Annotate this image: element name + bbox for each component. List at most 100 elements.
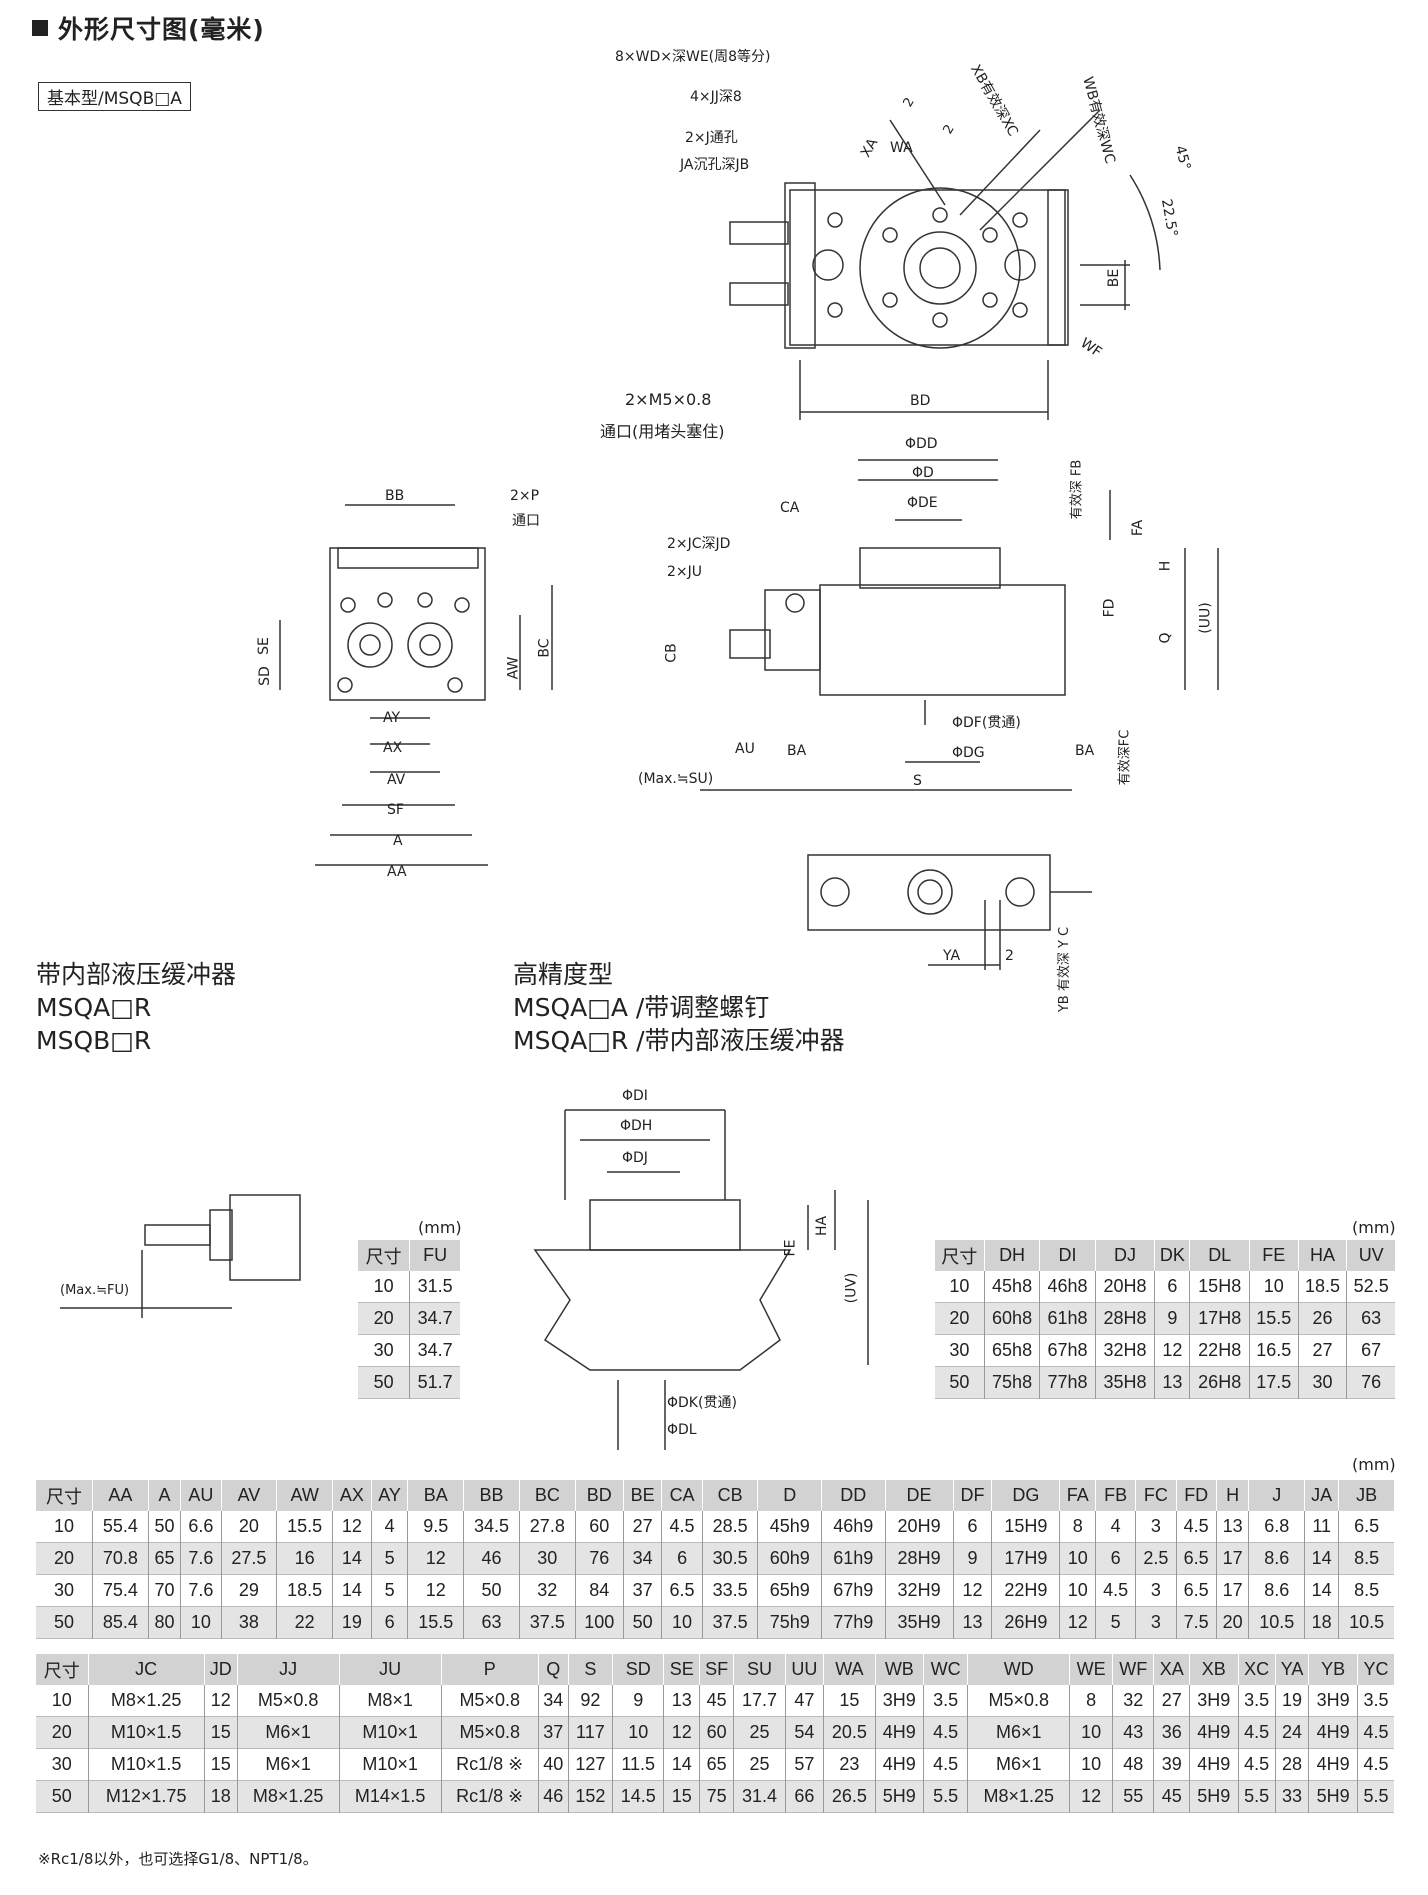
table-cell: 46h9 bbox=[820, 1511, 885, 1543]
table-cell: 10 bbox=[180, 1606, 222, 1639]
label-fd: FD bbox=[1101, 598, 1118, 618]
table-cell: 37 bbox=[622, 1574, 662, 1607]
table-cell: M8×1.25 bbox=[87, 1685, 205, 1717]
column-header: WD bbox=[967, 1654, 1070, 1685]
table-cell: 11 bbox=[1304, 1511, 1339, 1543]
table-cell: 17 bbox=[1215, 1574, 1249, 1607]
table-cell: 13 bbox=[1215, 1511, 1249, 1543]
table-cell: 4.5 bbox=[1237, 1716, 1276, 1749]
table-cell: 13 bbox=[663, 1685, 700, 1717]
column-header: DD bbox=[820, 1480, 885, 1511]
footnote: ※Rc1/8以外，也可选择G1/8、NPT1/8。 bbox=[38, 1850, 318, 1868]
label-av: AV bbox=[387, 772, 406, 788]
table-cell: 10 bbox=[1059, 1542, 1096, 1575]
table-cell: 22H9 bbox=[991, 1574, 1060, 1607]
technical-drawings bbox=[60, 109, 1219, 1450]
table-cell: 61h8 bbox=[1039, 1302, 1096, 1335]
column-header: DH bbox=[983, 1240, 1040, 1271]
table-cell: 47 bbox=[784, 1685, 824, 1717]
table-cell: 45 bbox=[699, 1685, 734, 1717]
table-cell: M10×1 bbox=[338, 1748, 442, 1781]
table-cell: 12 bbox=[407, 1574, 464, 1607]
label-uv: (UV) bbox=[843, 1272, 860, 1304]
table-cell: 10.5 bbox=[1248, 1606, 1305, 1639]
table-cell: 76 bbox=[1346, 1366, 1395, 1399]
table-cell: 12 bbox=[1154, 1334, 1190, 1367]
table-cell: 34.5 bbox=[463, 1511, 520, 1543]
table-cell: 6.5 bbox=[1175, 1574, 1217, 1607]
table-cell: 10 bbox=[373, 1276, 394, 1296]
table-cell: 5 bbox=[370, 1542, 408, 1575]
table-cell: 19 bbox=[1274, 1685, 1309, 1717]
column-header: BD bbox=[574, 1480, 624, 1511]
table-cell: 8 bbox=[1069, 1685, 1113, 1717]
table-cell: 28.5 bbox=[701, 1511, 758, 1543]
front-body bbox=[329, 547, 486, 701]
column-header: WC bbox=[923, 1654, 968, 1685]
label-dd: ΦDD bbox=[905, 436, 938, 452]
table-cell: 45h9 bbox=[757, 1511, 822, 1543]
table-cell: 12 bbox=[332, 1511, 372, 1543]
label-ba2: BA bbox=[1075, 743, 1095, 759]
table-cell: 13 bbox=[952, 1606, 992, 1639]
table-cell: 4.5 bbox=[923, 1716, 968, 1749]
table-cell: M5×0.8 bbox=[440, 1685, 539, 1717]
table-cell: 46 bbox=[537, 1780, 569, 1813]
column-header: BB bbox=[463, 1480, 520, 1511]
table-cell: 3 bbox=[1135, 1511, 1177, 1543]
page-title: 外形尺寸图(毫米) bbox=[32, 10, 265, 46]
table-cell: 4.5 bbox=[1237, 1748, 1276, 1781]
table-cell: 17H9 bbox=[991, 1542, 1060, 1575]
table-cell: 20 bbox=[935, 1302, 985, 1335]
table-cell: 20 bbox=[358, 1302, 410, 1335]
table-cell: 17.7 bbox=[733, 1685, 786, 1717]
column-header: 尺寸 bbox=[935, 1240, 985, 1271]
table-cell: 77h8 bbox=[1039, 1366, 1096, 1399]
table-cell: 40 bbox=[537, 1748, 569, 1781]
table-cell: 66 bbox=[784, 1780, 824, 1813]
label-fc: 有效深FC bbox=[1117, 729, 1133, 786]
table-cell: 12 bbox=[407, 1542, 464, 1575]
table-cell: 61h9 bbox=[820, 1542, 885, 1575]
table-cell: 70 bbox=[147, 1574, 181, 1607]
table-cell: 20 bbox=[36, 1542, 93, 1575]
table-cell: 5H9 bbox=[1189, 1780, 1239, 1813]
column-header: AX bbox=[332, 1480, 372, 1511]
top-body bbox=[789, 189, 1066, 346]
table-cell: M6×1 bbox=[967, 1748, 1070, 1781]
column-header: DL bbox=[1189, 1240, 1250, 1271]
column-header: 尺寸 bbox=[36, 1480, 93, 1511]
label-dh: ΦDH bbox=[620, 1118, 653, 1134]
label-su: (Max.≒SU) bbox=[638, 771, 714, 787]
table-cell: 15 bbox=[203, 1716, 238, 1749]
label-wd: 8×WD×深WE(周8等分) bbox=[615, 49, 771, 65]
table-cell: 50 bbox=[463, 1574, 520, 1607]
table-cell: 3 bbox=[1135, 1574, 1177, 1607]
column-header: BC bbox=[518, 1480, 576, 1511]
section-title-left: 带内部液压缓冲器 MSQA□R MSQB□R bbox=[36, 960, 237, 1055]
label-ay: AY bbox=[383, 710, 401, 726]
table-cell: 28H9 bbox=[884, 1542, 954, 1575]
table-cell: 15.5 bbox=[276, 1511, 333, 1543]
label-jj: 4×JJ深8 bbox=[690, 89, 742, 105]
column-header: AY bbox=[370, 1480, 408, 1511]
label-ja: JA沉孔深JB bbox=[680, 157, 750, 173]
table-cell: 10 bbox=[51, 1690, 72, 1710]
table-cell: 34.7 bbox=[409, 1334, 460, 1367]
top-view-drawing bbox=[729, 109, 1161, 420]
table-cell: 14 bbox=[1304, 1542, 1339, 1575]
column-header: WF bbox=[1112, 1654, 1154, 1685]
table-cell: 52.5 bbox=[1346, 1271, 1395, 1303]
table-cell: 50 bbox=[36, 1606, 93, 1639]
table-cell: 5H9 bbox=[874, 1780, 924, 1813]
table-cell: 10 bbox=[949, 1276, 970, 1296]
table-cell: 100 bbox=[574, 1606, 624, 1639]
table-cell: 26 bbox=[1297, 1302, 1347, 1335]
